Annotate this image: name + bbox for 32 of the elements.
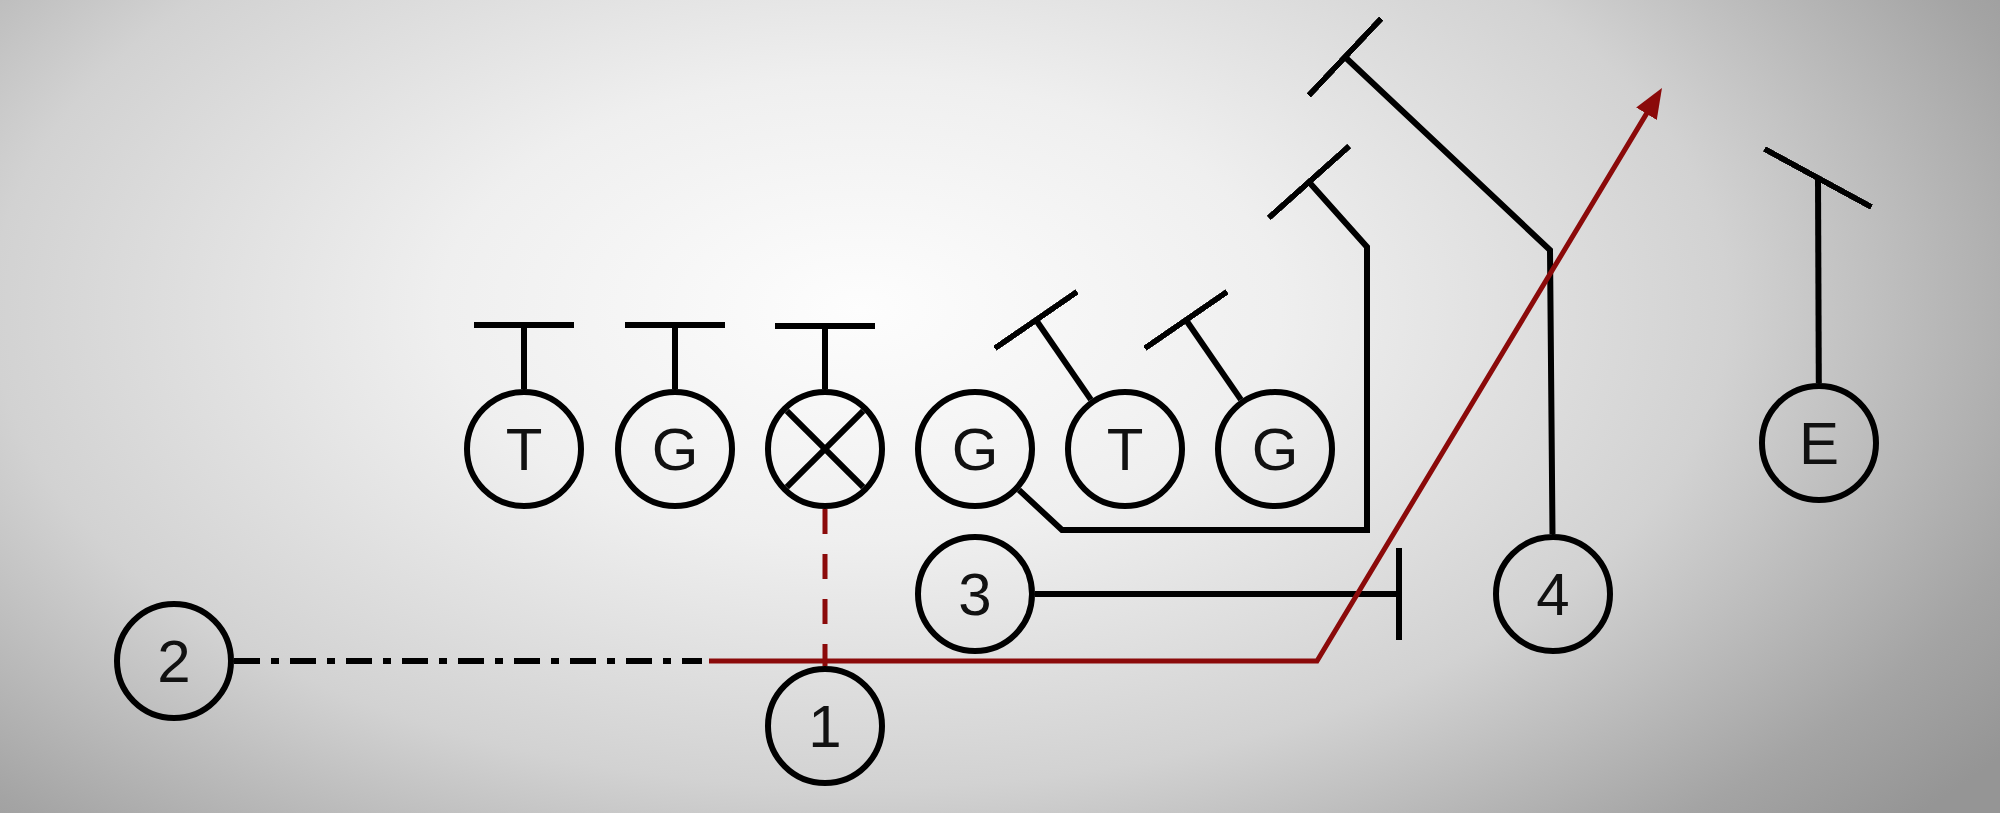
snap-line [822, 509, 828, 666]
player-circle [1493, 534, 1613, 654]
blocking-line [625, 322, 725, 389]
player-circle [615, 389, 735, 509]
player-label: E [1799, 414, 1839, 474]
blocking-line [1143, 289, 1244, 402]
pull-route-line [1016, 143, 1370, 533]
player-label: 1 [808, 697, 842, 757]
player-label: G [1251, 420, 1299, 480]
player-label: G [951, 420, 999, 480]
player-circle [765, 666, 885, 786]
player-label: T [505, 420, 543, 480]
blocking-line [474, 322, 574, 389]
player-circle [1065, 389, 1185, 509]
blocking-line [1035, 548, 1402, 640]
player-circle [1215, 389, 1335, 509]
player-circle [915, 389, 1035, 509]
player-circle [114, 601, 234, 721]
motion-route-arrow [234, 88, 1662, 664]
player-label: 3 [958, 565, 992, 625]
crossed-circle [765, 389, 885, 509]
route-line [1306, 16, 1556, 535]
player-label: T [1106, 420, 1144, 480]
player-label: 4 [1536, 565, 1570, 625]
player-label: 2 [157, 632, 191, 692]
blocking-line [993, 289, 1094, 402]
player-circle [1759, 383, 1879, 503]
player-circle [464, 389, 584, 509]
player-label: G [651, 420, 699, 480]
player-circle [915, 534, 1035, 654]
blocking-line [1762, 146, 1874, 383]
blocking-line [775, 323, 875, 389]
